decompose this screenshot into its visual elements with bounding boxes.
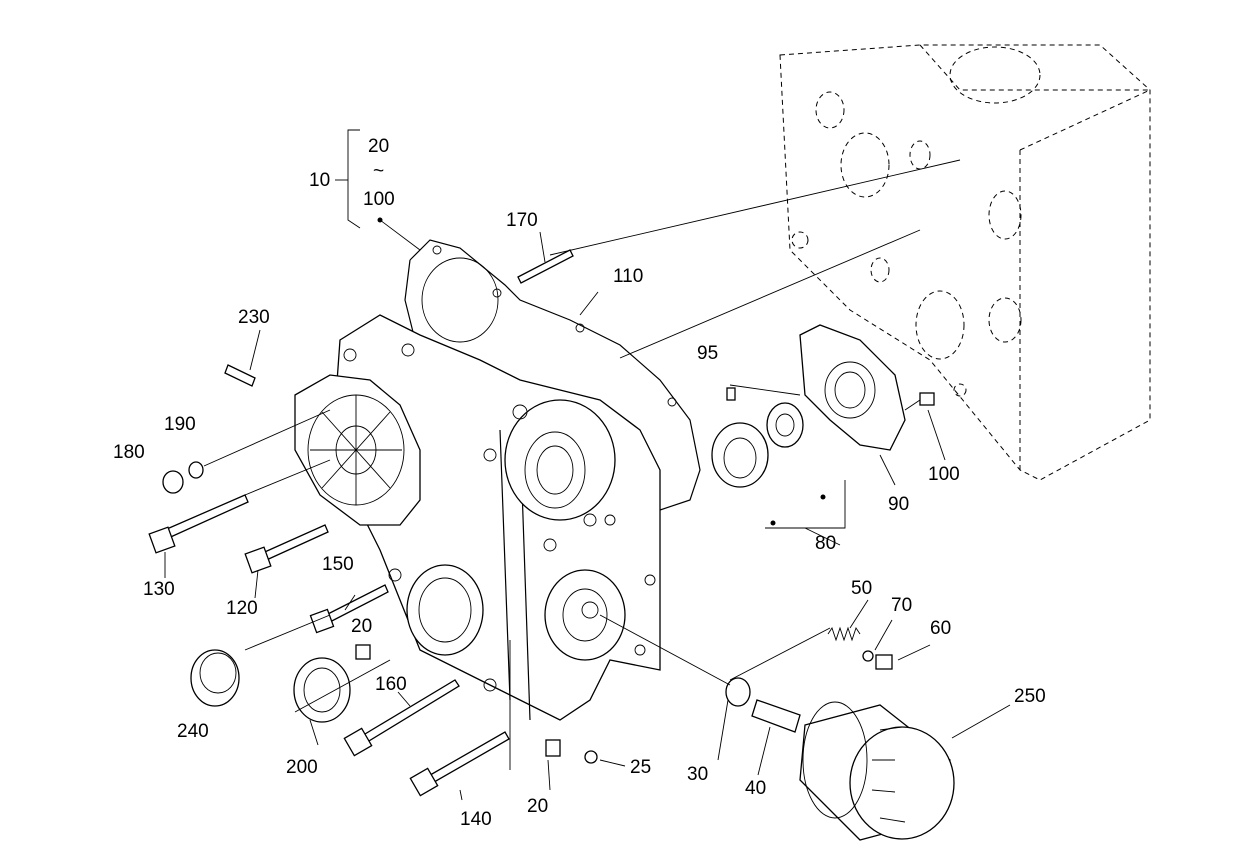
leader-lines [164, 129, 1011, 801]
label-180: 180 [113, 442, 145, 463]
label-30: 30 [687, 764, 708, 785]
label-25: 25 [630, 757, 651, 778]
label-70: 70 [891, 595, 912, 616]
label-130: 130 [143, 579, 175, 600]
label-150: 150 [322, 554, 354, 575]
label-120: 120 [226, 598, 258, 619]
label-110: 110 [613, 266, 643, 287]
label-60: 60 [930, 618, 951, 639]
label-80: 80 [815, 533, 836, 554]
label-230: 230 [238, 307, 270, 328]
label-95: 95 [697, 343, 718, 364]
label-200: 200 [286, 757, 318, 778]
label-20-lower: 20 [527, 796, 548, 817]
label-90: 90 [888, 494, 909, 515]
part-labels: 10 20 ~ 100 170 110 230 190 180 130 120 … [113, 136, 1046, 830]
label-range-start: 20 [368, 136, 389, 157]
label-50: 50 [851, 578, 872, 599]
label-160: 160 [375, 674, 407, 695]
label-range-tilde: ~ [373, 161, 384, 182]
fasteners [148, 249, 893, 797]
oil-pump-parts [711, 324, 935, 488]
engine-block [779, 44, 1151, 481]
label-40: 40 [745, 778, 766, 799]
label-100: 100 [928, 464, 960, 485]
label-250: 250 [1014, 686, 1046, 707]
oil-filter [799, 701, 955, 841]
label-140: 140 [460, 809, 492, 830]
ribbed-plate [294, 374, 421, 526]
label-range-end: 100 [363, 189, 395, 210]
label-190: 190 [164, 414, 196, 435]
label-170: 170 [506, 210, 538, 231]
label-240: 240 [177, 721, 209, 742]
label-20-upper: 20 [351, 616, 372, 637]
timing-cover [329, 314, 661, 721]
label-group-10: 10 [309, 170, 330, 191]
